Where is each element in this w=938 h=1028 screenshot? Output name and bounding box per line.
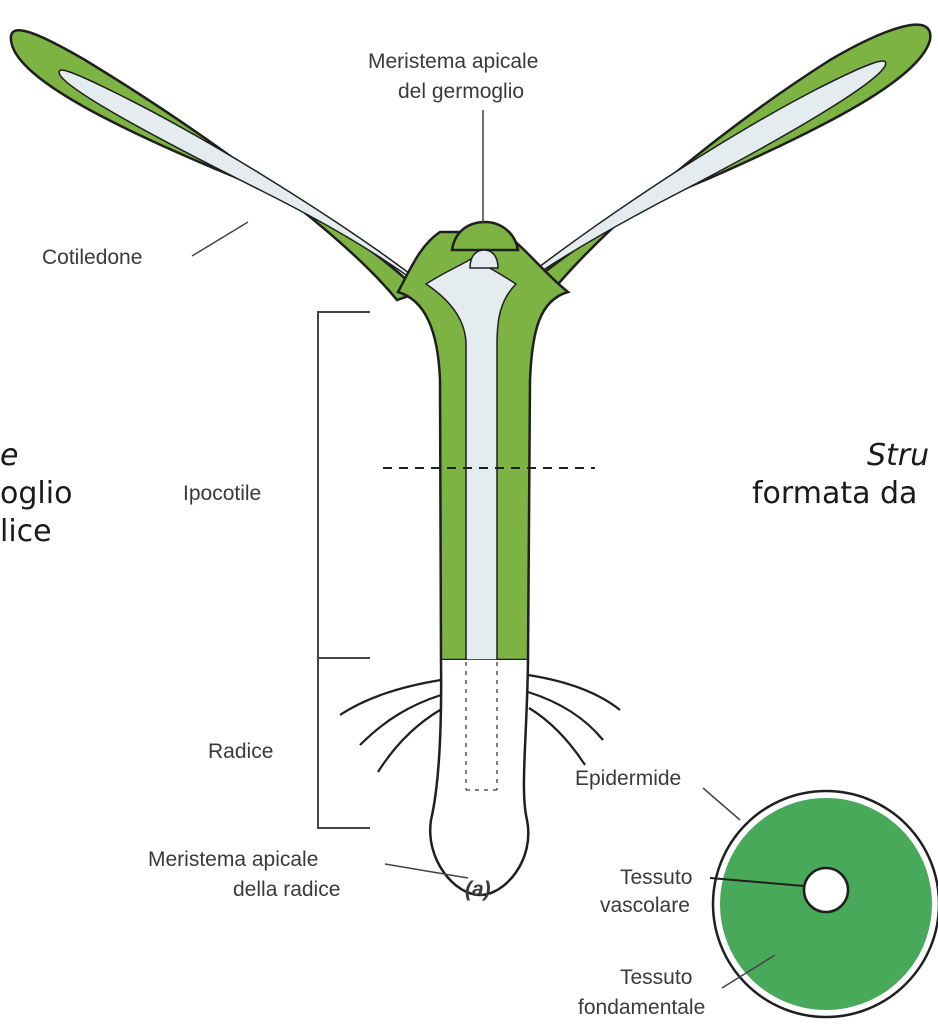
label-root-apical-meristem-2: della radice — [233, 876, 340, 904]
label-ground-tissue-2: fondamentale — [578, 994, 705, 1022]
cotyledon-leader — [192, 222, 248, 256]
shoot-apex — [452, 222, 518, 250]
label-root-apical-meristem-1: Meristema apicale — [148, 846, 318, 874]
label-panel: (a) — [465, 876, 491, 904]
section-vascular-tissue — [804, 868, 848, 912]
label-cotyledon: Cotiledone — [42, 244, 142, 272]
label-root: Radice — [208, 738, 273, 766]
label-vascular-tissue-1: Tessuto — [620, 864, 692, 892]
hypocotyl-bracket — [318, 312, 370, 658]
label-vascular-tissue-2: vascolare — [600, 892, 690, 920]
label-ground-tissue-1: Tessuto — [620, 964, 692, 992]
root-hair-left-3 — [378, 710, 440, 772]
root-hair-left-1 — [340, 680, 441, 715]
label-epidermis: Epidermide — [575, 765, 681, 793]
epidermis-leader — [703, 788, 740, 820]
label-shoot-apical-meristem-1: Meristema apicale — [368, 48, 538, 76]
root-body — [430, 660, 528, 895]
root-hair-left-2 — [360, 695, 441, 745]
root-hair-right-1 — [528, 675, 620, 710]
label-shoot-apical-meristem-2: del germoglio — [398, 78, 524, 106]
label-hypocotyl: Ipocotile — [183, 480, 261, 508]
